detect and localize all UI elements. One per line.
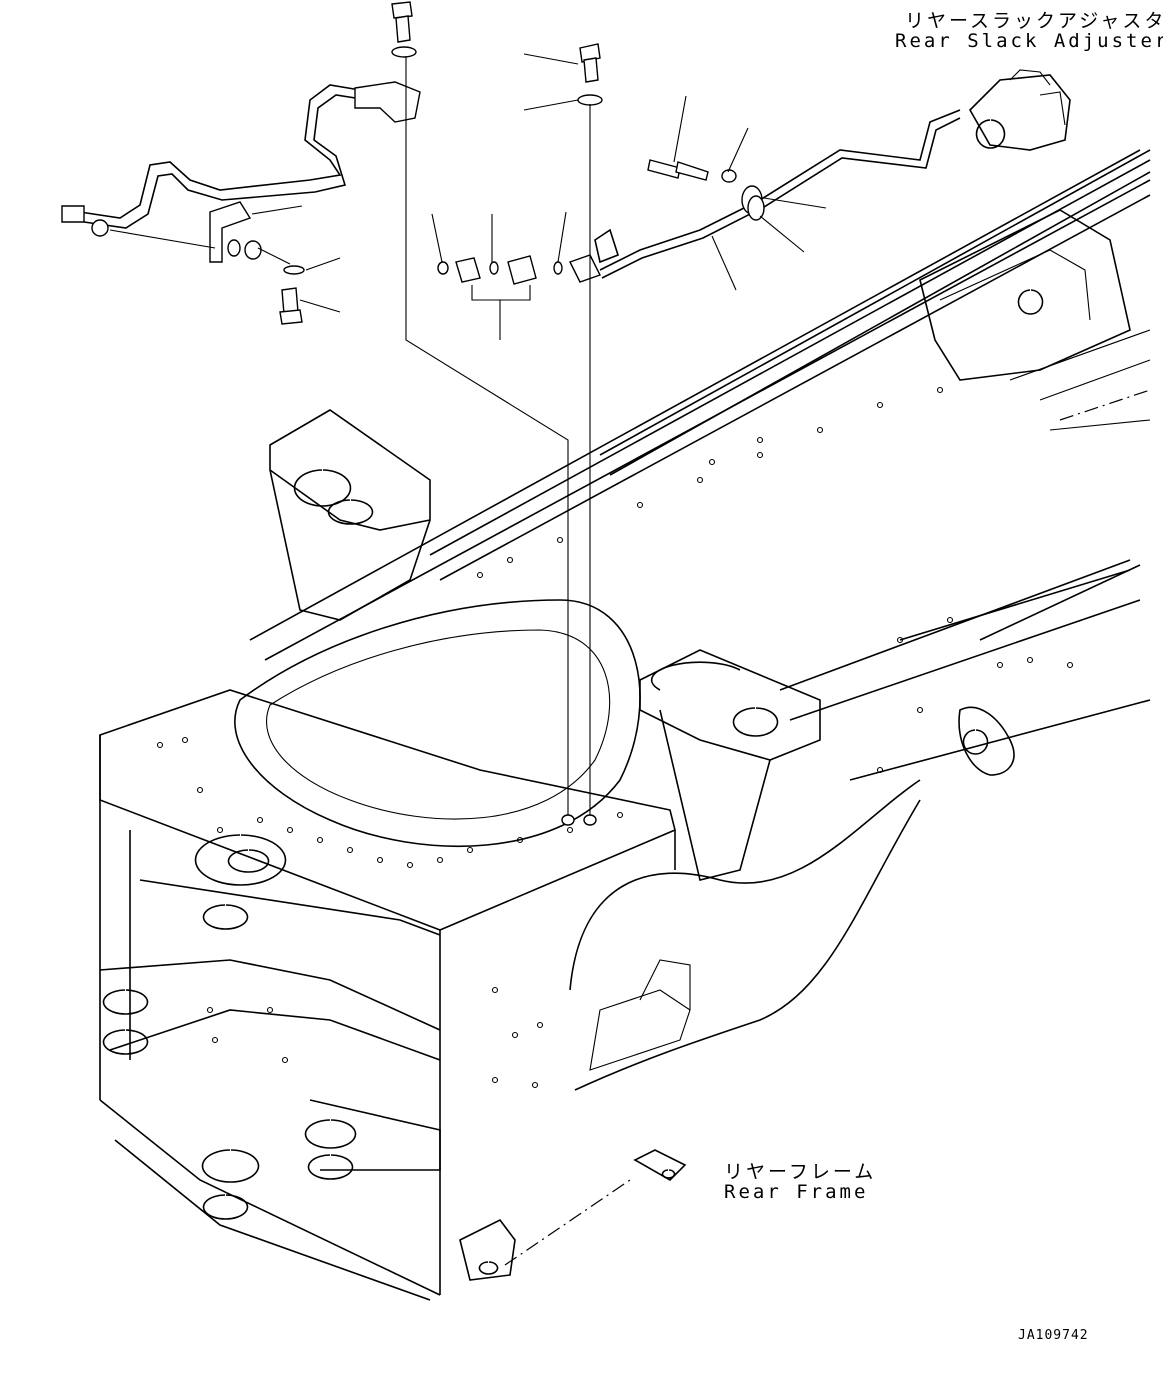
leader-lines: [251, 53, 827, 826]
rear-slack-adjuster: [969, 69, 1071, 151]
top-bolt: [577, 43, 603, 106]
clamp-bolt: [647, 159, 737, 183]
connector-assembly: [437, 255, 563, 340]
sensor-bracket: [109, 201, 305, 325]
slack-adjuster-label-en: Rear Slack Adjuster: [895, 30, 1163, 52]
drawing-number: JA109742: [1018, 1328, 1089, 1343]
tube-clamp: [741, 185, 765, 221]
frame-bolt-holes: [156, 386, 1074, 1089]
sensor-harness: [61, 81, 421, 237]
rear-frame-label-jp: リヤーフレーム: [724, 1161, 877, 1183]
rear-frame: [99, 149, 1151, 1301]
top-left-bolt: [391, 1, 417, 58]
rear-frame-label-en: Rear Frame: [724, 1181, 869, 1203]
brake-tube: [569, 109, 961, 283]
slack-adjuster-label-jp: リヤースラックアジャスタ: [905, 10, 1163, 32]
